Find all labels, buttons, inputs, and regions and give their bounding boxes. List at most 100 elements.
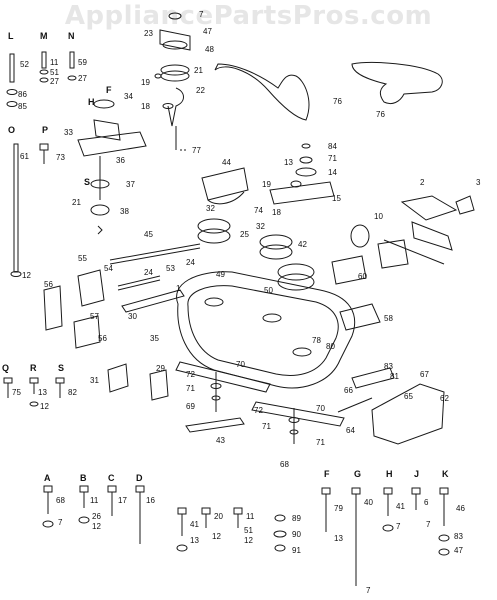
callout-82: 82 xyxy=(68,388,77,397)
callout-73: 73 xyxy=(56,153,65,162)
callout-45: 45 xyxy=(144,230,153,239)
callout-13b: 13 xyxy=(38,388,47,397)
callout-21b: 21 xyxy=(72,198,81,207)
callout-24b: 24 xyxy=(144,268,153,277)
callout-13c: 13 xyxy=(190,536,199,545)
idler-pulley-lower xyxy=(160,70,190,82)
idler-spacer xyxy=(162,103,174,109)
bolt-M xyxy=(41,51,47,69)
callout-65: 65 xyxy=(404,392,413,401)
pulley-10 xyxy=(350,224,370,248)
callout-56b: 56 xyxy=(98,334,107,343)
callout-42: 42 xyxy=(298,240,307,249)
callout-89: 89 xyxy=(292,514,301,523)
header-L: L xyxy=(8,31,14,41)
bracket-55 xyxy=(77,269,105,307)
header-F2: F xyxy=(324,469,330,479)
callout-71d: 71 xyxy=(316,438,325,447)
top-nut xyxy=(168,12,182,20)
callout-32b: 32 xyxy=(256,222,265,231)
hardware-LMN xyxy=(6,51,77,107)
callout-66: 66 xyxy=(344,386,353,395)
callout-79: 79 xyxy=(334,504,343,513)
callout-6: 6 xyxy=(424,498,429,507)
header-B: B xyxy=(80,473,87,483)
callout-61: 61 xyxy=(20,152,29,161)
baffle-58 xyxy=(339,303,381,331)
callout-22: 22 xyxy=(196,86,205,95)
header-S2: S xyxy=(58,363,65,373)
header-H2: H xyxy=(386,469,393,479)
spindle-bracket-15 xyxy=(269,181,335,205)
washer-37 xyxy=(90,179,110,189)
callout-52: 52 xyxy=(20,60,29,69)
callout-43: 43 xyxy=(216,436,225,445)
bracket-34 xyxy=(93,119,121,141)
bracket-56b xyxy=(73,315,101,349)
idler-pulley xyxy=(160,64,190,76)
blade-70b xyxy=(251,401,345,427)
callout-80: 80 xyxy=(326,342,335,351)
spindle-pulley-42 xyxy=(277,263,315,281)
long-rod-O xyxy=(13,143,19,273)
callout-12b: 12 xyxy=(40,402,49,411)
spindle-pulley-32b xyxy=(259,234,293,250)
callout-41: 41 xyxy=(190,520,199,529)
callout-56: 56 xyxy=(44,280,53,289)
bar-43 xyxy=(185,417,245,433)
callout-55: 55 xyxy=(78,254,87,263)
header-N: N xyxy=(68,31,75,41)
callout-13: 13 xyxy=(284,158,293,167)
header-O: O xyxy=(8,125,16,135)
bottom-hardware-row xyxy=(42,485,450,586)
callout-58: 58 xyxy=(384,314,393,323)
callout-36: 36 xyxy=(116,156,125,165)
callout-24: 24 xyxy=(186,258,195,267)
callout-49: 49 xyxy=(216,270,225,279)
callout-29: 29 xyxy=(156,364,165,373)
header-R: R xyxy=(30,363,37,373)
callout-30: 30 xyxy=(128,312,137,321)
callout-21: 21 xyxy=(194,66,203,75)
callout-84: 84 xyxy=(328,142,337,151)
callout-44: 44 xyxy=(222,158,231,167)
bracket-60 xyxy=(331,255,367,285)
callout-16: 16 xyxy=(146,496,155,505)
bolt-N xyxy=(69,51,75,69)
spindle-stack-right xyxy=(269,143,335,205)
callout-69: 69 xyxy=(186,402,195,411)
callout-64: 64 xyxy=(346,426,355,435)
blade-70 xyxy=(175,361,271,393)
callout-25: 25 xyxy=(240,230,249,239)
header-H: H xyxy=(88,97,95,107)
callout-35: 35 xyxy=(150,334,159,343)
top-bracket xyxy=(159,29,191,51)
callout-71: 71 xyxy=(328,154,337,163)
bracket-44 xyxy=(201,167,249,201)
discharge-chute-62 xyxy=(371,383,445,445)
callout-59: 59 xyxy=(78,58,87,67)
callout-12c: 12 xyxy=(92,522,101,531)
callout-34: 34 xyxy=(124,92,133,101)
spindle-pulley-32 xyxy=(197,218,231,234)
callout-12: 12 xyxy=(22,271,31,280)
drive-belt-76b xyxy=(351,62,443,105)
callout-48: 48 xyxy=(205,45,214,54)
callout-76b: 76 xyxy=(376,110,385,119)
callout-81: 81 xyxy=(390,372,399,381)
callout-11c: 11 xyxy=(246,512,255,521)
pulley-38 xyxy=(90,204,110,216)
callout-26: 26 xyxy=(92,512,101,521)
callout-7c: 7 xyxy=(396,522,401,531)
callout-7d: 7 xyxy=(426,520,431,529)
callout-47: 47 xyxy=(203,27,212,36)
callout-60: 60 xyxy=(358,272,367,281)
callout-23: 23 xyxy=(144,29,153,38)
callout-7: 7 xyxy=(199,10,204,19)
callout-27b: 27 xyxy=(78,74,87,83)
right-deflector-assembly xyxy=(383,195,475,265)
callout-46: 46 xyxy=(456,504,465,513)
callout-83b: 83 xyxy=(454,532,463,541)
callout-90: 90 xyxy=(292,530,301,539)
callout-53: 53 xyxy=(166,264,175,273)
